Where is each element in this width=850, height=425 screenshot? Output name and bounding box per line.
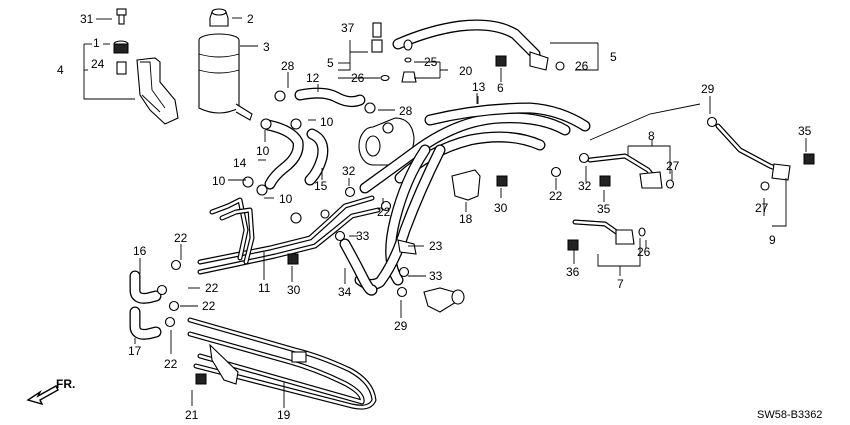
callout-29: 29 (394, 319, 408, 333)
callout-35: 35 (798, 124, 812, 138)
callout-28: 28 (399, 104, 413, 118)
callout-27: 27 (755, 201, 769, 215)
callout-18: 18 (459, 212, 473, 226)
callout-10: 10 (212, 174, 226, 188)
callout-1: 1 (93, 36, 100, 50)
callout-31: 31 (80, 12, 94, 26)
callout-34: 34 (338, 285, 352, 299)
callout-19: 19 (277, 408, 291, 422)
front-arrow-icon (26, 385, 59, 406)
callout-7: 7 (617, 277, 624, 291)
front-label: FR. (56, 377, 75, 391)
callout-33: 33 (429, 269, 443, 283)
parts-drawing (113, 8, 815, 410)
callout-9: 9 (769, 233, 776, 247)
callout-26: 26 (351, 71, 365, 85)
callout-37: 37 (341, 21, 355, 35)
callout-11: 11 (258, 281, 271, 295)
callout-14: 14 (233, 156, 247, 170)
callout-5: 5 (327, 56, 334, 70)
callout-33: 33 (356, 229, 370, 243)
front-direction-indicator: FR. (26, 377, 75, 406)
callout-35: 35 (597, 202, 611, 216)
callout-25: 25 (424, 55, 438, 69)
callout-26: 26 (637, 245, 651, 259)
callout-28: 28 (281, 59, 295, 73)
callout-36: 36 (566, 265, 580, 279)
reservoir-bracket-group (113, 8, 179, 125)
callout-16: 16 (133, 244, 147, 258)
callout-22: 22 (549, 189, 563, 203)
callout-22: 22 (202, 299, 216, 313)
callout-22: 22 (205, 281, 219, 295)
reservoir-group (198, 8, 253, 121)
callout-3: 3 (263, 40, 270, 54)
callout-30: 30 (287, 283, 301, 297)
callout-27: 27 (666, 159, 680, 173)
callout-15: 15 (314, 179, 328, 193)
diagram-code: SW58-B3362 (757, 409, 822, 421)
callout-10: 10 (256, 144, 270, 158)
callout-21: 21 (185, 408, 199, 422)
callout-10: 10 (279, 192, 293, 206)
callout-5: 5 (610, 50, 617, 64)
callout-labels: 2 1 3 4 5 5 6 7 8 9 10 10 10 10 11 12 13… (57, 12, 812, 422)
callout-12: 12 (306, 71, 320, 85)
callout-13: 13 (472, 80, 486, 94)
callout-26: 26 (575, 59, 589, 73)
callout-22: 22 (174, 231, 188, 245)
callout-32: 32 (342, 164, 356, 178)
callout-30: 30 (494, 201, 508, 215)
callout-22: 22 (377, 205, 391, 219)
callout-8: 8 (648, 129, 655, 143)
callout-6: 6 (497, 81, 504, 95)
callout-4: 4 (57, 63, 64, 77)
callout-23: 23 (429, 239, 443, 253)
callout-17: 17 (128, 344, 142, 358)
callout-22: 22 (164, 357, 178, 371)
callout-1: 2 (247, 12, 254, 26)
callout-24: 24 (91, 57, 105, 71)
leader-lines (83, 17, 807, 408)
callout-10: 10 (320, 115, 334, 129)
callout-29: 29 (701, 82, 715, 96)
callout-32: 32 (578, 179, 592, 193)
callout-20: 20 (459, 64, 473, 78)
